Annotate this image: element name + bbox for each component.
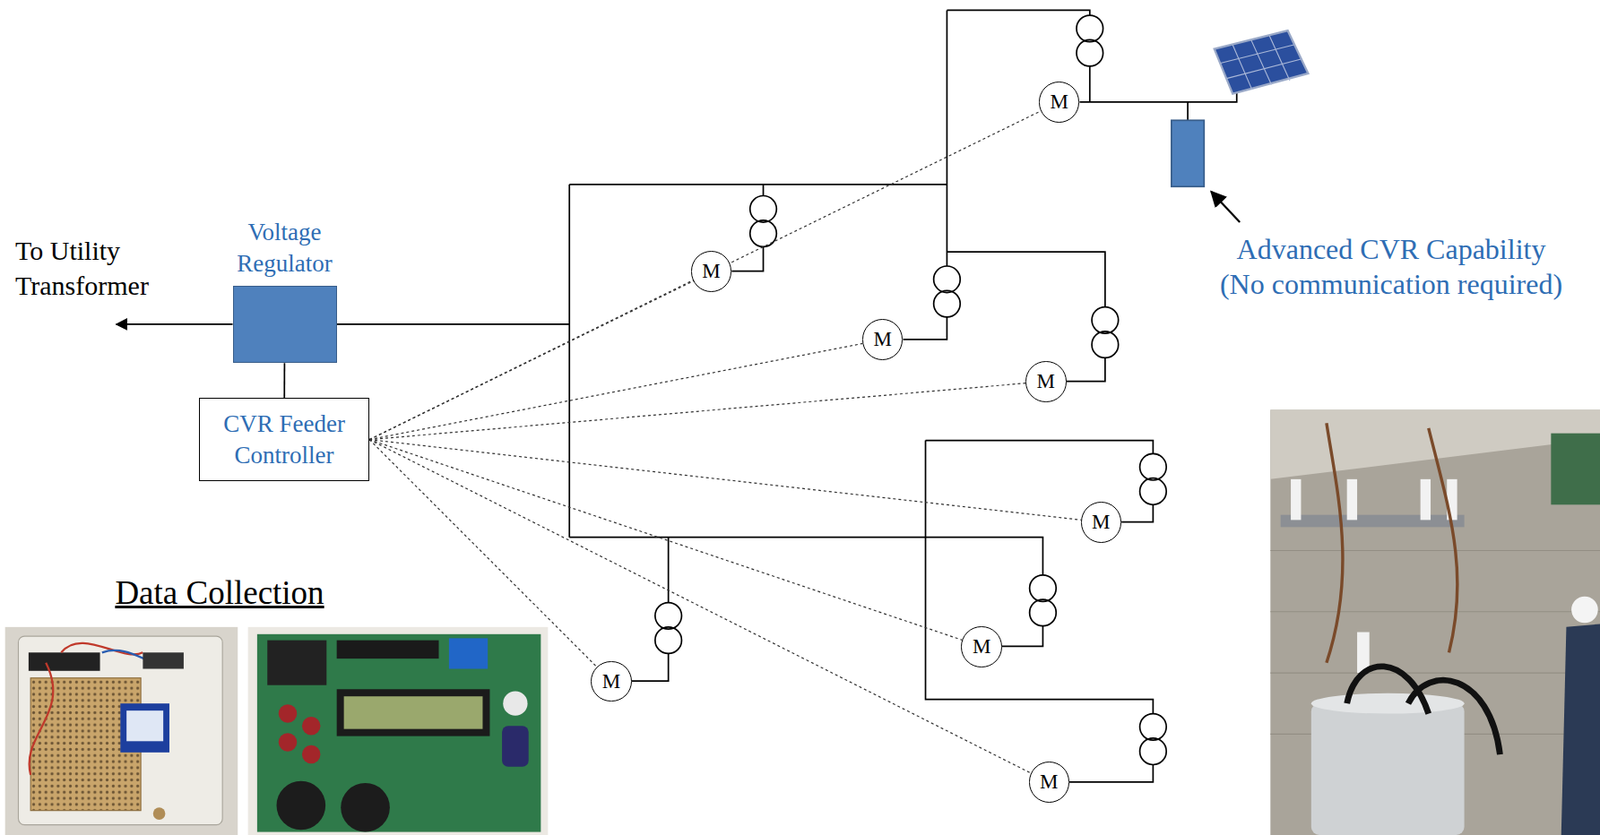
substation-photo	[1561, 623, 1600, 835]
solar-panel	[1214, 30, 1309, 95]
meter-circle: M	[1038, 81, 1081, 123]
substation-photo	[1347, 666, 1501, 755]
transformer-symbols	[1140, 714, 1168, 742]
data-link	[369, 440, 1031, 774]
terminal-label: To Utility Transformer	[15, 233, 168, 303]
meter-board-photo	[340, 783, 390, 833]
feeder-wire	[337, 9, 1154, 714]
substation-photo	[1311, 693, 1465, 715]
transformer-symbols	[655, 603, 683, 631]
controller-label: CVR Feeder Controller	[208, 408, 360, 472]
meter-enclosure-photo	[126, 710, 164, 742]
solar-panel	[1220, 35, 1302, 90]
substation-photo	[1326, 423, 1458, 663]
meter-circle: M	[862, 319, 904, 361]
meter-circle: M	[1081, 501, 1123, 544]
service-wire	[631, 66, 1237, 783]
transformer-symbols	[1076, 15, 1104, 43]
meter-circle: M	[1029, 761, 1071, 804]
meter-board-photo	[302, 745, 320, 764]
meter-board-photo	[278, 733, 297, 752]
regulator-label: Voltage Regulator	[217, 216, 353, 280]
meter-label: M	[1049, 90, 1068, 113]
meter-circle: M	[960, 626, 1003, 668]
transformer-symbols	[1029, 575, 1057, 603]
meter-board-photo	[248, 627, 549, 835]
transformer-symbols	[1029, 599, 1057, 627]
substation-photo	[1270, 409, 1600, 835]
substation-photo	[1270, 409, 1600, 479]
meter-circle: M	[590, 661, 632, 703]
meter-board-photo	[344, 696, 484, 729]
data-link	[369, 383, 1026, 441]
substation-photo	[1347, 479, 1358, 521]
data-link	[369, 343, 863, 440]
meter-board-photo	[276, 781, 327, 831]
meter-board-photo	[449, 638, 488, 669]
substation-photo	[1270, 409, 1600, 835]
substation-photo	[1420, 479, 1431, 521]
regulator-box: Voltage Regulator	[233, 285, 338, 364]
feeder-wires	[337, 9, 1237, 782]
section-heading: Data Collection	[114, 571, 324, 615]
transformer-symbols	[934, 266, 961, 294]
transformer-symbols	[1140, 453, 1168, 481]
meter-enclosure-photo	[120, 703, 170, 753]
transformer-symbols	[750, 195, 778, 223]
utility-arrow	[116, 323, 234, 326]
transformer-symbols	[1091, 307, 1119, 335]
substation-photo	[1311, 703, 1465, 835]
meter-label: M	[1037, 370, 1056, 393]
substation-photo	[1290, 479, 1301, 521]
meter-board-photo	[302, 717, 320, 736]
meter-label: M	[873, 328, 891, 351]
meter-board-photo	[337, 689, 491, 736]
data-link	[369, 111, 1041, 441]
callout-arrow	[1210, 191, 1240, 223]
meter-board-photo	[248, 627, 549, 835]
meter-circle: M	[691, 250, 733, 293]
cvr-device-box	[1171, 120, 1204, 187]
transformer-symbols	[1140, 738, 1168, 766]
meter-label: M	[701, 259, 720, 283]
control-wire	[283, 363, 286, 398]
transformer-symbols	[1076, 39, 1104, 67]
meter-circle: M	[1025, 361, 1067, 403]
meter-board-photo	[501, 726, 529, 768]
meter-label: M	[1091, 510, 1110, 534]
transformer-symbols	[934, 290, 961, 318]
meter-enclosure-photo	[5, 627, 239, 835]
meter-enclosure-photo	[29, 643, 144, 776]
substation-photo	[1280, 515, 1465, 528]
transformer-symbols	[655, 627, 683, 655]
meter-enclosure-photo	[17, 636, 223, 826]
meter-enclosure-photo	[153, 807, 166, 821]
meter-label: M	[972, 635, 991, 658]
meter-board-photo	[337, 640, 440, 659]
transformer-symbols	[1140, 478, 1168, 506]
meter-label: M	[602, 670, 621, 693]
data-link	[369, 440, 597, 668]
callout-label: (No communication required)	[1219, 266, 1563, 304]
meter-enclosure-photo	[28, 652, 101, 671]
substation-photo	[1270, 551, 1600, 736]
substation-photo	[1571, 596, 1599, 624]
meter-enclosure-photo	[5, 627, 239, 835]
transformer-symbols	[1091, 331, 1119, 359]
substation-photo	[1550, 433, 1600, 506]
meter-board-photo	[257, 634, 541, 833]
callout-label: Advanced CVR Capability	[1236, 231, 1547, 269]
meter-enclosure-photo	[142, 652, 184, 669]
transformer-symbols	[655, 15, 1167, 765]
solar-panel	[1214, 30, 1309, 95]
meter-board-photo	[278, 704, 297, 723]
data-link	[369, 440, 962, 641]
meter-board-photo	[267, 640, 327, 686]
controller-box: CVR Feeder Controller	[198, 397, 370, 482]
meter-label: M	[1039, 770, 1058, 794]
data-link	[369, 440, 1082, 521]
meter-board-photo	[502, 691, 528, 717]
